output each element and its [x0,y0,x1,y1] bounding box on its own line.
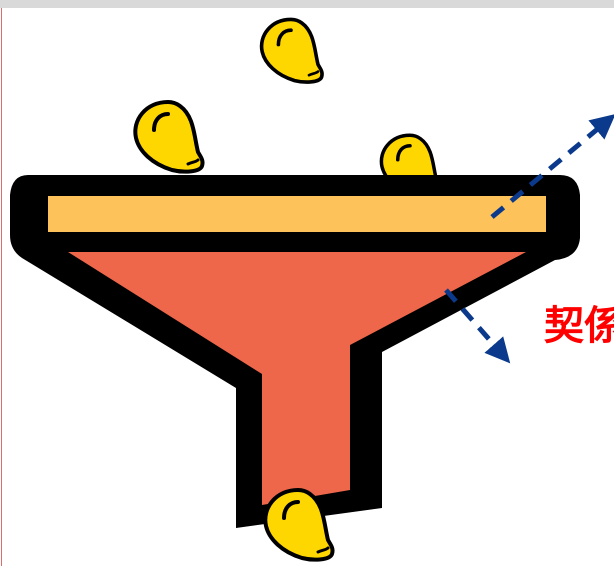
drop-upper-left [135,102,202,172]
drop-top-center [262,19,323,82]
cut-off-label: 契係 [544,306,614,346]
funnel-rim [48,196,546,232]
funnel-icon [10,175,580,528]
